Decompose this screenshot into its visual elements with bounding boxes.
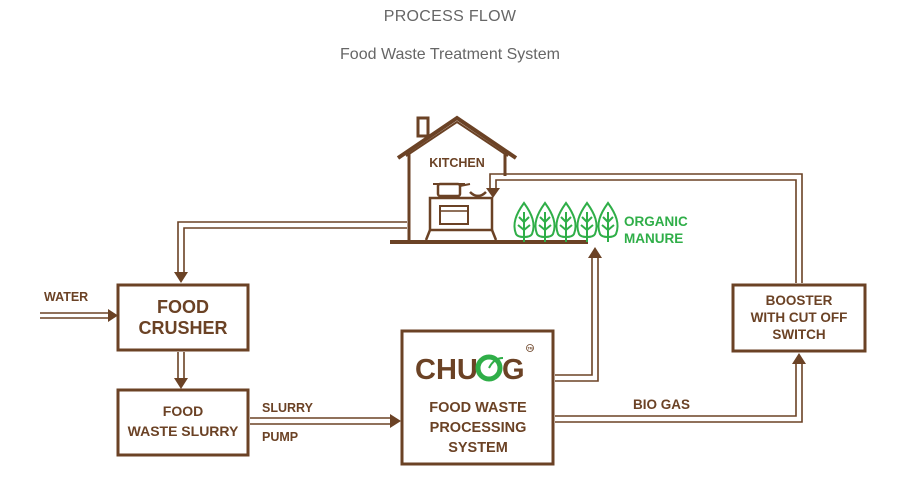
processing-arrow-head [390,414,401,428]
booster-label-line3: SWITCH [772,327,825,342]
slurry-box-label-line2: WASTE SLURRY [128,423,239,439]
trees-icon [513,201,619,243]
processing-system-box [400,329,555,466]
processing-label-line3: SYSTEM [448,440,508,456]
kitchen-house-icon [390,115,588,244]
logo-text-left: CHU [415,354,478,386]
chugg-logo: CHU G TM [415,344,534,386]
pump-label: PUMP [262,430,298,444]
processing-label-line2: PROCESSING [430,420,527,436]
page-subtitle: Food Waste Treatment System [340,46,560,63]
slurry-box-arrow-head [174,378,188,389]
booster-to-kitchen-pipe [489,173,803,283]
booster-label-line1: BOOSTER [766,293,833,308]
kitchen-arrow-head [486,188,500,198]
food-waste-slurry-box [116,388,250,457]
water-inlet-arrow [40,312,110,319]
arrow-heads [108,188,806,428]
crusher-arrow-head [174,272,188,283]
water-arrow-head [108,309,118,322]
processing-to-manure-pipe [555,258,599,382]
food-crusher-label-line1: FOOD [157,297,209,317]
booster-box [731,283,867,353]
manure-arrow-head [588,247,602,258]
organic-manure-label-line2: MANURE [624,231,683,246]
bio-gas-label: BIO GAS [633,397,690,412]
food-crusher-label-line2: CRUSHER [138,318,227,338]
biogas-pipe [555,364,803,423]
slurry-pump-pipe [250,417,390,425]
kitchen-to-crusher-pipe [177,221,407,272]
kitchen-label: KITCHEN [429,156,485,170]
booster-label-line2: WITH CUT OFF [751,310,848,325]
food-crusher-box [116,283,250,352]
water-label: WATER [44,290,88,304]
slurry-box-label-line1: FOOD [163,403,203,419]
logo-trademark: TM [527,346,532,350]
logo-text-right: G [502,354,525,386]
logo-leaf-icon [475,354,503,382]
processing-label-line1: FOOD WASTE [429,400,527,416]
page-title: PROCESS FLOW [383,8,517,25]
booster-arrow-head [792,353,806,364]
slurry-label: SLURRY [262,401,314,415]
crusher-to-slurry-pipe [177,352,185,378]
organic-manure-label-line1: ORGANIC [624,214,688,229]
